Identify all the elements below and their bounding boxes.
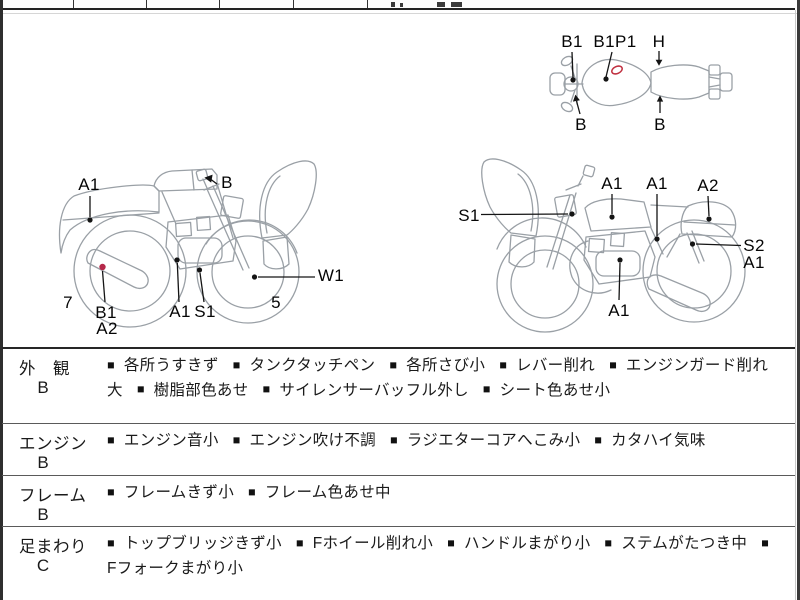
defect-list: ■ エンジン音小 ■ エンジン吹け不調 ■ ラジエターコアへこみ小 ■ カタハイ気味 <box>107 424 795 454</box>
diagram-label-right_side-A2: A2 <box>697 176 719 195</box>
page-left-border <box>0 0 3 600</box>
defect-item: エンジン音小 <box>123 432 219 449</box>
defect-item: カタハイ気味 <box>611 432 706 449</box>
diagram-label-top_view-B: B <box>575 115 587 134</box>
header-divider <box>73 0 74 8</box>
diagram-label-left_side-A2: A2 <box>96 319 118 338</box>
tank-damage-red-circle <box>611 65 623 75</box>
grade-value: B <box>37 453 49 472</box>
defect-item: 各所うすきず <box>123 357 219 374</box>
header-divider <box>219 0 220 8</box>
diagram-label-right_side-A1: A1 <box>646 174 668 193</box>
bullet-square-icon: ■ <box>389 357 398 372</box>
defect-list: ■ フレームきず小 ■ フレーム色あせ中 <box>107 476 795 506</box>
diagram-label-left_side-7: 7 <box>63 293 73 312</box>
section-label: エンジン <box>19 435 87 453</box>
damage-marks <box>99 65 623 271</box>
bullet-square-icon: ■ <box>262 382 271 396</box>
defect-item: レバー削れ <box>516 357 596 374</box>
leader-lines <box>87 51 742 303</box>
bullet-square-icon: ■ <box>609 357 617 372</box>
bullet-square-icon: ■ <box>447 535 455 550</box>
defect-list: ■ トップブリッジきず小 ■ Fホイール削れ小 ■ ハンドルまがり小 ■ ステムがたつき中 ■ F… <box>107 527 795 580</box>
diagram-label-right_side-A1: A1 <box>743 253 765 272</box>
bullet-square-icon: ■ <box>136 382 145 396</box>
defect-item: 各所さび小 <box>406 357 486 374</box>
section-label: フレーム <box>19 487 87 505</box>
bullet-square-icon: ■ <box>232 432 241 447</box>
bullet-square-icon: ■ <box>761 535 770 550</box>
bullet-square-icon: ■ <box>604 535 613 550</box>
content-right-border <box>795 10 796 600</box>
diagram-label-left_side-A1: A1 <box>169 302 191 321</box>
defect-item: ラジエターコアへこみ小 <box>406 432 581 449</box>
defect-item: シート色あせ小 <box>499 381 611 399</box>
bullet-square-icon: ■ <box>389 432 398 447</box>
diagram-label-left_side-A1: A1 <box>78 175 100 194</box>
diagram-label-left_side-W1: W1 <box>317 266 345 285</box>
defect-item: Fホイール削れ小 <box>312 535 434 552</box>
bullet-square-icon: ■ <box>107 535 115 550</box>
bullet-square-icon: ■ <box>248 484 256 499</box>
diagram-label-top_view-B1P1: B1P1 <box>593 32 637 51</box>
diagram-label-left_side-B: B <box>221 173 233 192</box>
bullet-square-icon: ■ <box>232 357 241 372</box>
section-label: 足まわり <box>19 538 87 556</box>
defect-item: エンジンガード削れ大 <box>107 357 769 399</box>
defect-item: フレーム色あせ中 <box>264 484 391 501</box>
diagram-label-right_side-S2: S2 <box>743 236 765 255</box>
diagram-label-left_side-B1: B1 <box>95 303 117 322</box>
top-view-motorcycle-drawing <box>549 55 733 113</box>
page-right-border <box>797 0 800 600</box>
clipped-text-fragment <box>437 2 445 7</box>
diagram-label-left_side-S1: S1 <box>194 302 216 321</box>
defect-item: フレームきず小 <box>123 484 234 501</box>
bullet-square-icon: ■ <box>107 357 115 372</box>
defect-item: サイレンサーバッフル外し <box>279 381 469 399</box>
grade-value: B <box>37 378 49 397</box>
bullet-square-icon: ■ <box>594 432 603 447</box>
diagram-label-right_side-A1: A1 <box>608 301 630 320</box>
defect-item: ステムがたつき中 <box>621 535 748 552</box>
grade-value: B <box>37 505 49 524</box>
defect-item: エンジン吹け不調 <box>249 432 376 449</box>
clipped-text-fragment <box>391 2 395 7</box>
muffler-damage-red-dot <box>99 263 106 271</box>
defect-item: トップブリッジきず小 <box>123 535 282 552</box>
bullet-square-icon: ■ <box>482 382 491 396</box>
diagram-label-top_view-B1: B1 <box>561 32 583 51</box>
defect-item: ハンドルまがり小 <box>463 535 591 552</box>
defect-item: Fフォークまがり小 <box>107 559 244 577</box>
defect-item: 樹脂部色あせ <box>153 381 249 399</box>
header-bottom-border <box>0 8 795 10</box>
bullet-square-icon: ■ <box>499 357 508 372</box>
header-divider <box>293 0 294 8</box>
bullet-square-icon: ■ <box>107 432 115 447</box>
section-label: 外 観 <box>19 360 70 378</box>
diagram-label-top_view-H: H <box>652 32 666 51</box>
defect-item: タンクタッチペン <box>249 357 376 374</box>
diagram-label-right_side-S1: S1 <box>458 206 480 225</box>
content-top-border <box>3 13 797 14</box>
bullet-square-icon: ■ <box>107 484 115 499</box>
bullet-square-icon: ■ <box>295 535 304 550</box>
header-divider <box>146 0 147 8</box>
grade-value: C <box>36 556 50 575</box>
clipped-table-header <box>0 0 800 10</box>
defect-list: ■ 各所うすきず ■ タンクタッチペン ■ 各所さび小 ■ レバー削れ ■エンジンガード削れ大■… <box>107 349 795 403</box>
header-divider <box>367 0 368 8</box>
diagram-label-left_side-5: 5 <box>271 293 281 312</box>
diagram-label-top_view-B: B <box>654 115 666 134</box>
clipped-text-fragment <box>400 3 403 7</box>
diagram-label-right_side-A1: A1 <box>601 174 623 193</box>
clipped-text-fragment <box>451 2 462 7</box>
